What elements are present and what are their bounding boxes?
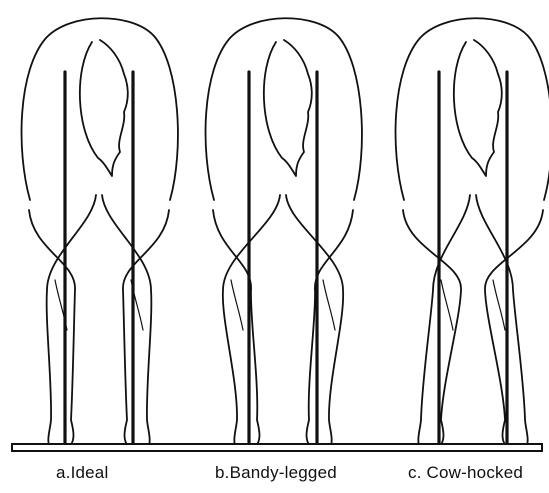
hock-detail <box>493 280 505 330</box>
hindquarters-bandy <box>206 18 362 446</box>
caption-ideal: a.Ideal <box>56 463 108 483</box>
tail <box>264 40 312 176</box>
left-hind-leg <box>213 195 280 446</box>
hock-detail <box>231 280 243 330</box>
hindquarters-ideal <box>22 18 178 446</box>
ground-line <box>12 444 542 451</box>
tail <box>80 40 128 176</box>
hock-detail <box>441 280 453 330</box>
right-hind-leg <box>102 195 169 446</box>
left-hind-leg <box>403 195 470 446</box>
caption-cow-hocked: c. Cow-hocked <box>408 463 523 483</box>
caption-bandy-legged: b.Bandy-legged <box>215 463 337 483</box>
tail <box>454 40 502 176</box>
rump-outline <box>206 18 362 200</box>
left-hind-leg <box>29 195 96 446</box>
hindquarters-cow <box>396 18 549 446</box>
hock-detail <box>323 280 335 330</box>
right-hind-leg <box>476 195 543 446</box>
right-hind-leg <box>286 195 353 446</box>
rump-outline <box>22 18 178 200</box>
rump-outline <box>396 18 549 200</box>
